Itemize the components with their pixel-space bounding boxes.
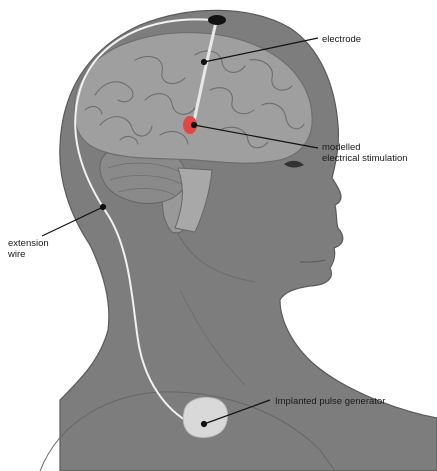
label-pulse-generator: Implanted pulse generator (275, 396, 385, 407)
leader-extension-dot (101, 205, 106, 210)
label-stimulation-line-1: modelled (322, 142, 408, 153)
label-stimulation: modelled electrical stimulation (322, 142, 408, 164)
leader-stimulation-dot (192, 123, 197, 128)
burr-hole-cap (208, 15, 226, 25)
leader-generator-dot (202, 422, 207, 427)
label-electrode: electrode (322, 34, 361, 45)
label-extension-wire-line-2: wire (8, 249, 49, 260)
leader-electrode-dot (202, 60, 207, 65)
label-extension-wire: extension wire (8, 238, 49, 260)
label-stimulation-line-2: electrical stimulation (322, 153, 408, 164)
label-extension-wire-line-1: extension (8, 238, 49, 249)
